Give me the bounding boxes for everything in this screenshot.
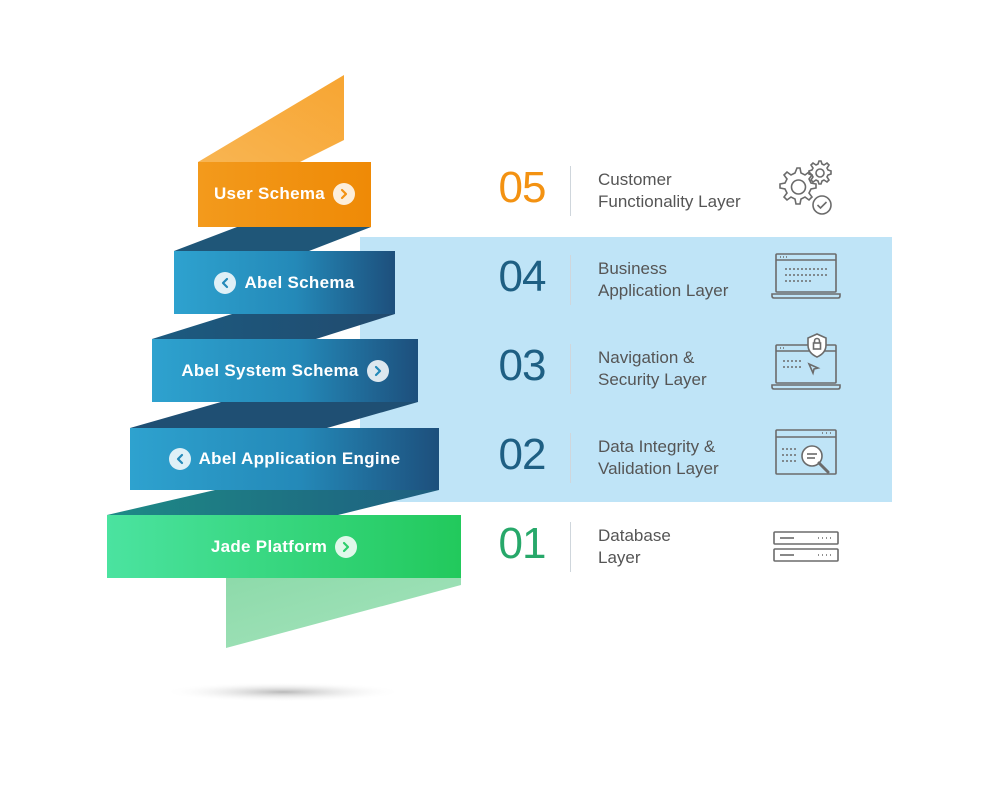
- schema-label-02: Abel Application Engine: [130, 428, 439, 490]
- layer-number-03: 03: [498, 341, 547, 390]
- layer-description-04: Business Application Layer: [598, 258, 778, 302]
- description-line: Validation Layer: [598, 459, 719, 478]
- laptop-icon: [771, 253, 841, 299]
- layer-description-02: Data Integrity & Validation Layer: [598, 436, 778, 480]
- chevron-right-icon: [333, 183, 356, 205]
- ribbon-05-04: [174, 227, 371, 251]
- description-line: Business: [598, 259, 667, 278]
- separator: [570, 344, 571, 394]
- description-line: Application Layer: [598, 281, 729, 300]
- schema-label-04: Abel Schema: [174, 251, 395, 314]
- gears-icon: [779, 160, 832, 215]
- description-line: Layer: [598, 548, 641, 567]
- layer-number-01: 01: [498, 519, 547, 568]
- floor-shadow: [163, 682, 403, 702]
- bar-04: [174, 251, 395, 314]
- schema-text: Jade Platform: [210, 536, 328, 556]
- schema-text: Abel Application Engine: [198, 449, 401, 468]
- schema-label-05: User Schema: [198, 162, 371, 226]
- description-line: Navigation &: [598, 348, 695, 367]
- layer-number-02: 02: [498, 430, 547, 479]
- ribbon-02-01: [107, 490, 439, 515]
- schema-label-03: Abel System Schema: [152, 339, 418, 402]
- bar-01: [107, 515, 461, 578]
- server-icon: [773, 531, 839, 562]
- ribbon-bottom: [226, 578, 461, 648]
- chevron-left-icon: [214, 271, 237, 294]
- description-line: Security Layer: [598, 370, 707, 389]
- layer-description-03: Navigation & Security Layer: [598, 347, 778, 391]
- description-line: Database: [598, 526, 671, 545]
- secure-laptop-icon: [771, 333, 841, 390]
- magnifier-window-icon: [775, 429, 837, 475]
- layer-description-01: Database Layer: [598, 525, 778, 569]
- description-line: Data Integrity &: [598, 437, 716, 456]
- ribbon-04-03: [152, 314, 395, 339]
- chevron-right-icon: [366, 359, 389, 382]
- chevron-left-icon: [168, 448, 191, 470]
- layer-number-04: 04: [498, 252, 547, 301]
- separator: [570, 255, 571, 305]
- description-line: Customer: [598, 170, 672, 189]
- separator: [570, 433, 571, 483]
- layer-number-05: 05: [498, 163, 547, 212]
- separator: [570, 166, 571, 216]
- layer-description-05: Customer Functionality Layer: [598, 169, 778, 213]
- schema-label-01: Jade Platform: [107, 515, 461, 578]
- ribbon-03-02: [130, 402, 418, 428]
- separator: [570, 522, 571, 572]
- chevron-right-icon: [335, 535, 358, 558]
- description-line: Functionality Layer: [598, 192, 741, 211]
- schema-text: User Schema: [213, 184, 326, 203]
- ribbon-top: [198, 75, 344, 162]
- schema-text: Abel System Schema: [181, 360, 359, 380]
- schema-text: Abel Schema: [244, 272, 355, 292]
